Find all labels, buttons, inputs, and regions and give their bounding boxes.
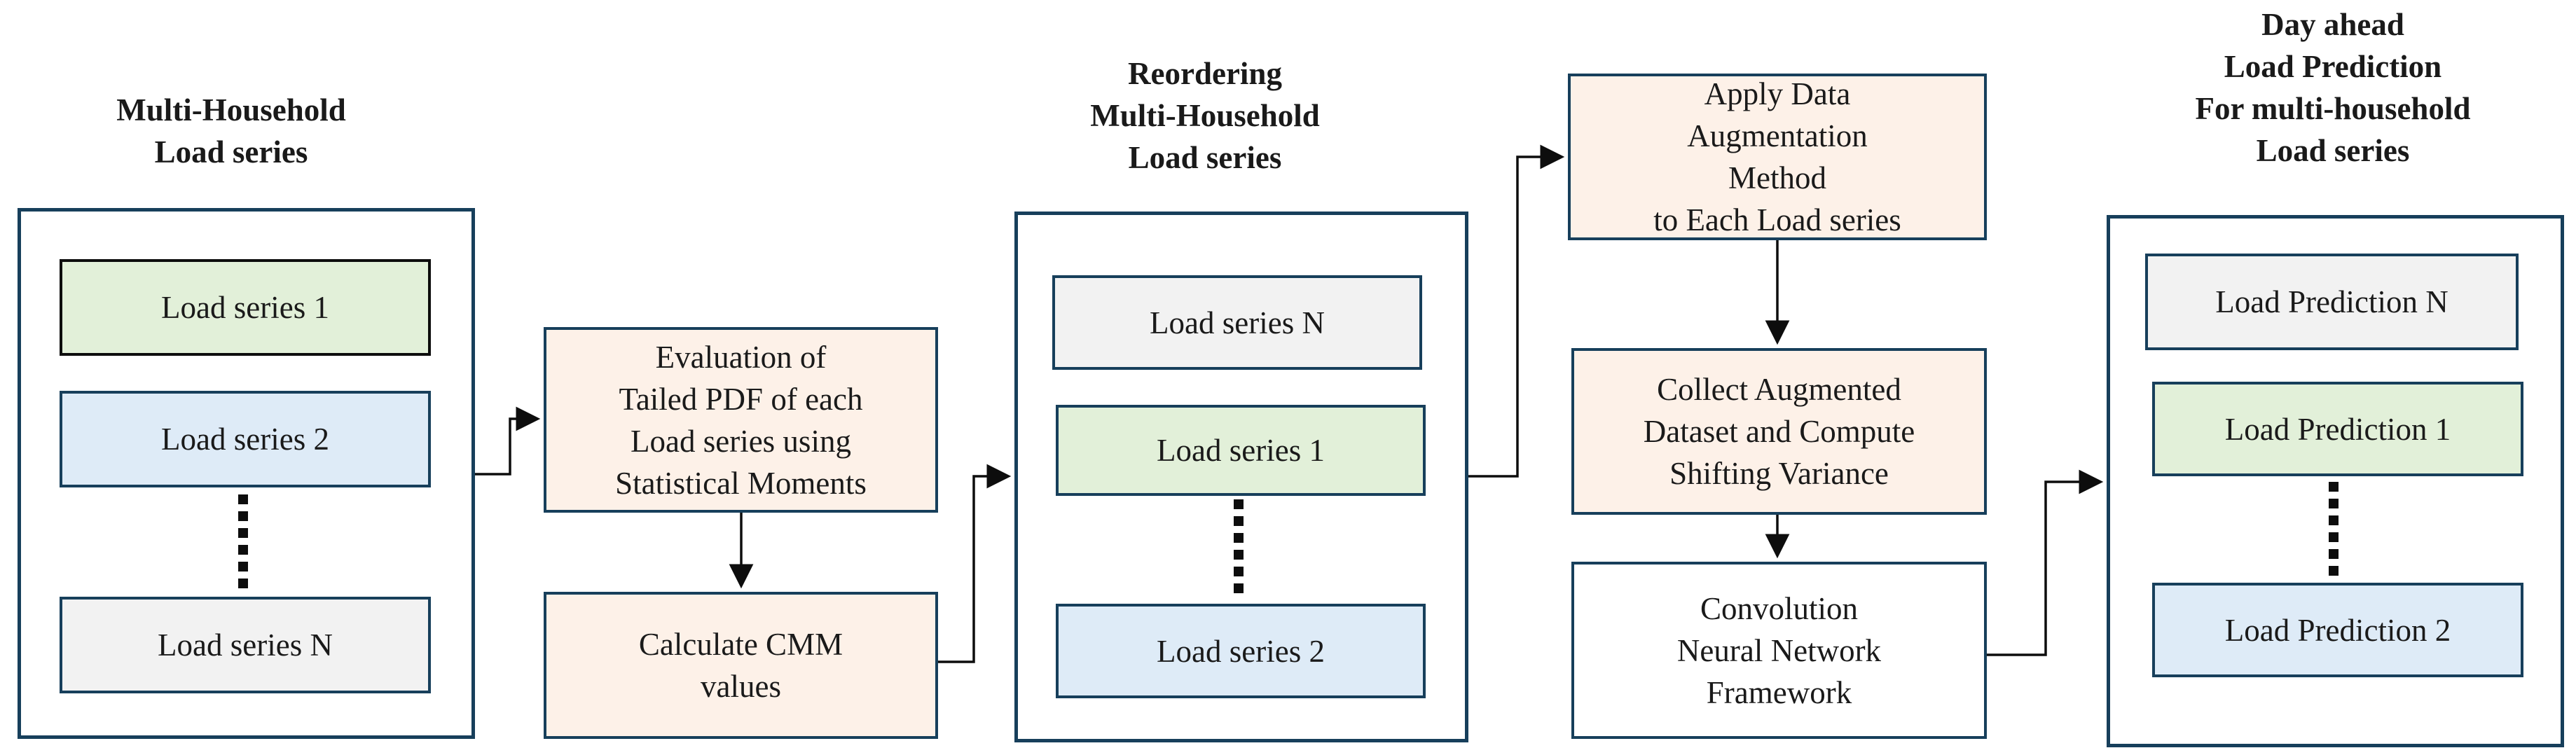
reorder-title: Reordering Multi-Household Load series: [1090, 56, 1320, 175]
arrow-reorder-to-augmentation: [1468, 144, 1565, 478]
input-load-series-2: Load series 2: [60, 391, 431, 487]
input-title: Multi-Household Load series: [116, 92, 346, 169]
input-load-series-1: Load series 1: [60, 259, 431, 356]
arrow-cmm-to-reorder: [938, 464, 1012, 663]
output-load-prediction-1: Load Prediction 1: [2152, 382, 2523, 476]
augmentation-step: Apply Data Augmentation Method to Each L…: [1568, 74, 1987, 240]
output-load-prediction-n: Load Prediction N: [2145, 254, 2519, 350]
evaluation-step: Evaluation of Tailed PDF of each Load se…: [544, 327, 938, 513]
reorder-load-series-n: Load series N: [1052, 275, 1422, 370]
output-title: Day ahead Load Prediction For multi-hous…: [2195, 7, 2471, 168]
reorder-load-series-2: Load series 2: [1056, 604, 1426, 698]
collect-step: Collect Augmented Dataset and Compute Sh…: [1571, 348, 1987, 515]
input-load-series-n: Load series N: [60, 597, 431, 693]
cnn-step: Convolution Neural Network Framework: [1571, 562, 1987, 739]
cmm-step: Calculate CMM values: [544, 592, 938, 739]
reorder-load-series-1: Load series 1: [1056, 405, 1426, 496]
arrow-input-to-evaluation: [475, 406, 541, 476]
arrow-cnn-to-output: [1987, 469, 2104, 656]
output-load-prediction-2: Load Prediction 2: [2152, 583, 2523, 677]
